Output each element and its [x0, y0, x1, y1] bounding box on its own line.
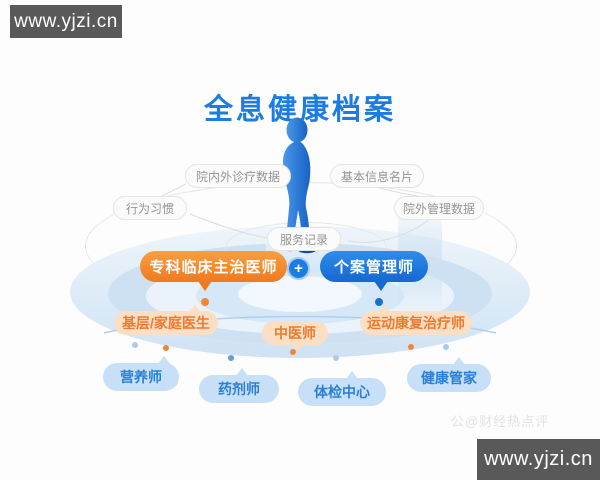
- label-basic-info-card: 基本信息名片: [330, 164, 424, 188]
- connector-dot: [333, 355, 339, 361]
- plus-icon: +: [287, 257, 310, 280]
- pill-health-butler: 健康管家: [407, 357, 491, 392]
- connector-dot: [132, 342, 138, 348]
- pill-pharmacist: 药剂师: [199, 368, 279, 403]
- pill-tcm-doctor: 中医师: [262, 321, 328, 351]
- connector-dot: [408, 344, 414, 350]
- label-behavior-habits: 行为习惯: [113, 196, 187, 220]
- pill-sports-rehab-therapist: 运动康复治疗师: [360, 305, 472, 335]
- pill-nutritionist: 营养师: [103, 356, 179, 391]
- label-external-mgmt-data: 院外管理数据: [394, 196, 484, 220]
- site-badge-bottom-right: www.yjzi.cn: [477, 439, 600, 480]
- connector-dot: [290, 349, 296, 355]
- site-badge-top-left: www.yjzi.cn: [10, 5, 122, 38]
- bubble-case-manager: 个案管理师: [320, 251, 428, 291]
- pill-checkup-center: 体检中心: [298, 371, 386, 406]
- pill-primary-family-doctor: 基层/家庭医生: [114, 305, 218, 335]
- bubble-specialist-doctor: 专科临床主治医师: [140, 251, 287, 291]
- connector-dot: [228, 355, 234, 361]
- platform-ring-center: [238, 276, 362, 312]
- connector-dot: [163, 345, 169, 351]
- author-watermark: 公@财经热点评: [451, 414, 550, 429]
- case-manager-anchor-dot: [375, 298, 383, 306]
- specialist-anchor-dot: [201, 298, 209, 306]
- label-clinic-data: 院内外诊疗数据: [185, 164, 291, 188]
- connector-dot: [443, 344, 449, 350]
- label-service-record: 服务记录: [267, 227, 341, 251]
